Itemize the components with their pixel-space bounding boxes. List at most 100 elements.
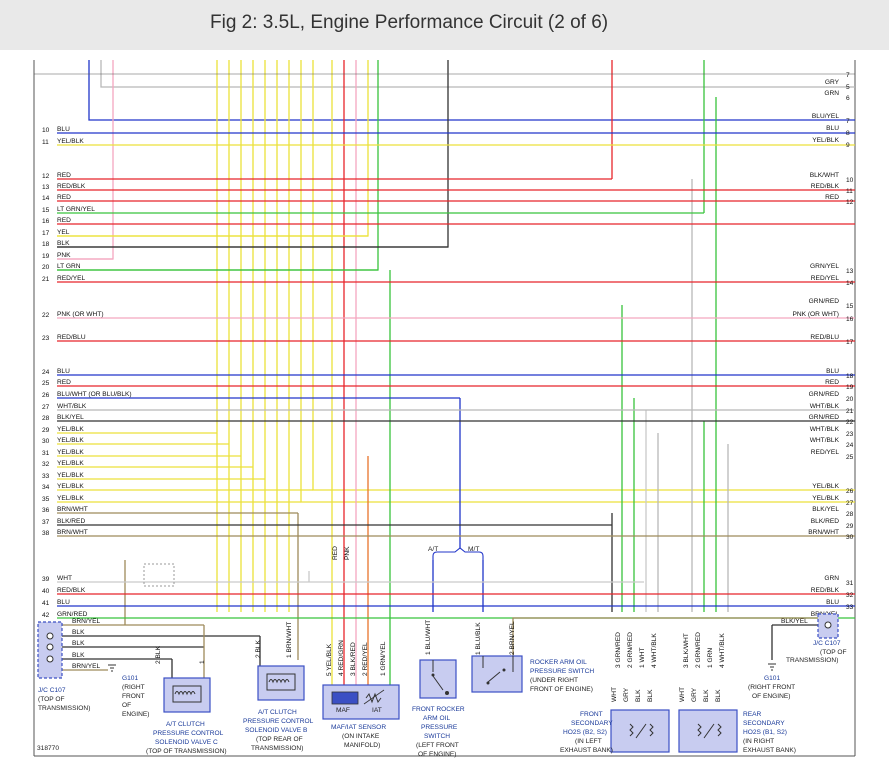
wire-label-left-17: YEL bbox=[57, 229, 70, 236]
cavity-right-13: 13 bbox=[846, 268, 854, 275]
cavity-right-27: 27 bbox=[846, 500, 854, 507]
cavity-right-15: 15 bbox=[846, 303, 854, 310]
wire-label-right-25: BLK/RED bbox=[811, 518, 839, 525]
pin-label: 2 RED/YEL bbox=[362, 642, 369, 676]
wire-label-left-26: BLU/WHT (OR BLU/BLK) bbox=[57, 391, 132, 398]
front-rocker-line1: FRONT ROCKER bbox=[412, 706, 465, 713]
pin-label: 1 GRN/YEL bbox=[380, 641, 387, 676]
rear-ho2s-line3: HO2S (B1, S2) bbox=[743, 729, 787, 736]
pin-label: BLK bbox=[647, 689, 654, 702]
cavity-left-27: 27 bbox=[42, 404, 50, 411]
front-rocker-line6: OF ENGINE) bbox=[418, 751, 456, 758]
ground-g101-right bbox=[768, 663, 776, 671]
wire-label-right-12: PNK (OR WHT) bbox=[792, 311, 839, 318]
wire-label-left-35: YEL/BLK bbox=[57, 495, 84, 502]
connector-wire-label-left: BRN/YEL bbox=[72, 618, 101, 625]
solenoid-b-line4: (TOP REAR OF bbox=[256, 736, 303, 743]
cavity-right-32: 32 bbox=[846, 592, 854, 599]
wire-label-right-13: RED/BLU bbox=[810, 334, 839, 341]
wire-label-left-24: BLU bbox=[57, 368, 70, 375]
cavity-right-22: 22 bbox=[846, 419, 854, 426]
pin-label: 1 WHT bbox=[639, 647, 646, 668]
pin-label: WHT bbox=[611, 687, 618, 702]
cavity-left-40: 40 bbox=[42, 588, 50, 595]
solenoid-c-line2: PRESSURE CONTROL bbox=[153, 730, 224, 737]
rocker-switch-line2: PRESSURE SWITCH bbox=[530, 668, 594, 675]
wire-vertical bbox=[300, 60, 855, 503]
wire-label-left-42: GRN/RED bbox=[57, 611, 88, 618]
rear-secondary-ho2s bbox=[678, 709, 738, 753]
g101-left-line4: OF bbox=[122, 702, 131, 709]
pin-label: BLK bbox=[635, 689, 642, 702]
jc107-right-line1: J/C C107 bbox=[813, 640, 841, 647]
cavity-left-39: 39 bbox=[42, 576, 50, 583]
rear-ho2s-line1: REAR bbox=[743, 711, 762, 718]
rocker-arm-oil-pressure-switch bbox=[471, 655, 523, 693]
wire-label-left-15: LT GRN/YEL bbox=[57, 206, 95, 213]
front-rocker-line2: ARM OIL bbox=[423, 715, 450, 722]
cavity-left-35: 35 bbox=[42, 496, 50, 503]
g101-right-line2: (RIGHT FRONT bbox=[748, 684, 795, 691]
wire-label-left-21: RED/YEL bbox=[57, 275, 86, 282]
wire-label-right-3: BLU/YEL bbox=[812, 113, 839, 120]
pin-label: 1 BLU/WHT bbox=[425, 620, 432, 655]
cavity-left-41: 41 bbox=[42, 600, 50, 607]
maf-inner-label: MAF bbox=[336, 707, 350, 714]
diagram-frame bbox=[33, 60, 856, 757]
wire-label-right-2: GRN bbox=[824, 90, 839, 97]
wire-label-left-18: BLK bbox=[57, 240, 70, 247]
cavity-left-18: 18 bbox=[42, 241, 50, 248]
wire-label-left-11: YEL/BLK bbox=[57, 138, 84, 145]
connector-wire-label-left: BLK bbox=[72, 640, 85, 647]
maf-sensor-line3: MANIFOLD) bbox=[344, 742, 380, 749]
cavity-left-13: 13 bbox=[42, 184, 50, 191]
pin-label: 2 BLK bbox=[255, 639, 262, 658]
pin-label: RED bbox=[332, 546, 339, 560]
cavity-left-42: 42 bbox=[42, 612, 50, 619]
pin-label: GRY bbox=[623, 687, 630, 702]
cavity-right-11: 11 bbox=[846, 188, 853, 195]
label-at: A/T bbox=[428, 546, 438, 553]
iat-inner-label: IAT bbox=[372, 707, 382, 714]
wire-label-right-26: BRN/WHT bbox=[808, 529, 839, 536]
wire-label-right-18: GRN/RED bbox=[809, 414, 840, 421]
cavity-left-19: 19 bbox=[42, 253, 50, 260]
jc107-left-line1: J/C C107 bbox=[38, 687, 66, 694]
wire-brn-yel-switch bbox=[512, 617, 818, 656]
pin-label: 2 BLK bbox=[155, 645, 162, 664]
cavity-left-17: 17 bbox=[42, 230, 50, 237]
cavity-left-21: 21 bbox=[42, 276, 50, 283]
wire-vertical bbox=[100, 60, 855, 88]
solenoid-c-line4: (TOP OF TRANSMISSION) bbox=[146, 748, 227, 755]
wire-label-left-41: BLU bbox=[57, 599, 70, 606]
cavity-right-14: 14 bbox=[846, 280, 854, 287]
wire-label-right-8: RED bbox=[825, 194, 839, 201]
wire-label-right-23: YEL/BLK bbox=[812, 495, 839, 502]
wire-label-left-27: WHT/BLK bbox=[57, 403, 87, 410]
cavity-right-24: 24 bbox=[846, 442, 854, 449]
cavity-right-16: 16 bbox=[846, 316, 854, 323]
wire-label-right-22: YEL/BLK bbox=[812, 483, 839, 490]
junction-connector-c107-left bbox=[37, 621, 63, 679]
cavity-right-7: 7 bbox=[846, 118, 850, 125]
wire-label-left-23: RED/BLU bbox=[57, 334, 86, 341]
cavity-right-23: 23 bbox=[846, 431, 854, 438]
wire-label-right-16: GRN/RED bbox=[809, 391, 840, 398]
wire-vertical bbox=[312, 60, 855, 491]
g101-right-line3: OF ENGINE) bbox=[752, 693, 790, 700]
cavity-left-23: 23 bbox=[42, 335, 50, 342]
wire-label-left-10: BLU bbox=[57, 126, 70, 133]
pin-label: 4 WHT/BLK bbox=[651, 633, 658, 668]
cavity-right-12: 12 bbox=[846, 199, 854, 206]
solenoid-valve-b bbox=[257, 665, 305, 701]
wire-label-right-11: GRN/RED bbox=[809, 298, 840, 305]
pin-label: 4 WHT/BLK bbox=[719, 633, 726, 668]
wire-label-right-7: RED/BLK bbox=[811, 183, 840, 190]
maf-sensor-line1: MAF/IAT SENSOR bbox=[331, 724, 386, 731]
wire-label-right-9: GRN/YEL bbox=[810, 263, 839, 270]
junction-connector-c107-right bbox=[817, 613, 839, 639]
label-mt: M/T bbox=[468, 546, 479, 553]
rear-ho2s-line2: SECONDARY bbox=[743, 720, 785, 727]
